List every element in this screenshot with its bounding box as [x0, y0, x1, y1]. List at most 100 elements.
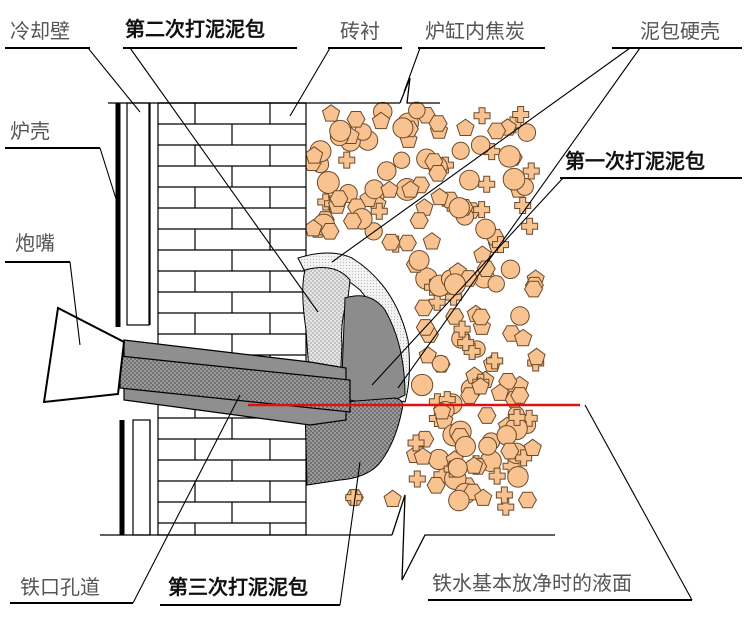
coke-particle [495, 486, 513, 504]
coke-particle [443, 273, 466, 296]
coke-particle [507, 466, 529, 488]
coke-particle [414, 299, 434, 317]
coke-particle [473, 201, 491, 219]
coke-particle [371, 111, 391, 130]
coke-particle [413, 447, 432, 465]
coke-particle [426, 477, 446, 494]
coke-particle [448, 489, 470, 512]
coke-particle [305, 146, 324, 164]
coke-particle [487, 122, 507, 140]
coke-particle [473, 107, 491, 125]
coke-particle [486, 352, 504, 370]
coke-particle [431, 354, 450, 373]
coke-particle [392, 151, 411, 169]
coke-particle [392, 117, 414, 139]
coke-particle [474, 488, 493, 506]
coke-particle [338, 151, 356, 169]
coke-particle [329, 190, 349, 207]
mudpack-crust [297, 252, 410, 403]
coke-particle [500, 442, 520, 460]
coke-particle [364, 179, 385, 200]
coke-particle [346, 111, 366, 128]
coke-particle [370, 202, 388, 220]
coke-particle [453, 320, 471, 338]
coke-particle [464, 456, 484, 474]
gun-nozzle [42, 306, 126, 404]
coke-particle [454, 435, 476, 457]
coke-particle [383, 489, 402, 507]
coke-particle [470, 135, 491, 155]
leader-lines [5, 47, 742, 606]
coke-particle [320, 223, 340, 240]
coke-particle [510, 387, 530, 404]
coke-particle [397, 234, 417, 252]
coke-particle [409, 212, 429, 229]
label-brick-lining: 砖衬 [340, 19, 380, 43]
coke-particle [456, 118, 475, 136]
coke-particle [381, 233, 401, 251]
label-second-mudpack: 第二次打泥泥包 [125, 17, 265, 41]
label-hearth-coke: 炉缸内焦炭 [425, 19, 525, 43]
coke-particle [523, 438, 542, 456]
coke-particle [329, 119, 352, 142]
coke-particle [471, 308, 491, 326]
coke-particle [497, 498, 515, 516]
coke-particle [488, 467, 506, 485]
coke-particle [428, 165, 448, 182]
coke-particle [459, 169, 480, 191]
coke-particle [342, 212, 363, 230]
coke-particle [498, 145, 521, 168]
coke-particle [475, 218, 496, 240]
coke-particle [510, 306, 530, 326]
coke-particle [401, 180, 420, 198]
furnace-shell [115, 103, 125, 535]
label-third-mudpack: 第三次打泥泥包 [168, 575, 308, 599]
coke-particle [428, 293, 446, 311]
coke-particle [473, 245, 492, 263]
coke-particles [302, 101, 546, 516]
coke-particle [428, 115, 448, 132]
coke-particle [430, 187, 449, 206]
second-mudpack [302, 267, 351, 386]
coke-particle [418, 346, 437, 364]
coke-particle [478, 175, 496, 193]
label-iron-level: 铁水基本放净时的液面 [432, 571, 632, 595]
brick-lining [157, 102, 307, 536]
coke-particle [380, 180, 399, 198]
coke-particle [408, 249, 430, 271]
label-taphole-channel: 铁口孔道 [20, 575, 100, 599]
coke-particle [524, 280, 544, 298]
coke-particle [514, 328, 533, 347]
coke-particle [490, 383, 510, 401]
label-first-mudpack: 第一次打泥泥包 [565, 149, 705, 173]
coke-particle [514, 197, 532, 215]
coke-particle [457, 334, 475, 352]
coke-particle [478, 436, 498, 456]
coke-particle [321, 104, 341, 122]
coke-particle [522, 162, 540, 180]
cooling-wall [126, 102, 151, 536]
coke-particle [345, 489, 363, 507]
coke-particle [471, 377, 490, 395]
coke-particle [477, 407, 497, 424]
coke-particle [407, 434, 425, 452]
coke-particle [500, 259, 521, 280]
coke-particle [476, 260, 496, 277]
coke-particle [517, 491, 537, 509]
coke-particle [447, 457, 468, 478]
label-furnace-shell: 炉壳 [10, 119, 50, 143]
coke-particle [410, 373, 434, 397]
coke-particle [408, 470, 426, 488]
label-cooling-wall: 冷却壁 [10, 19, 70, 43]
coke-particle [496, 425, 517, 446]
coke-particle [376, 161, 397, 181]
coke-particle [502, 167, 526, 191]
coke-particle [432, 401, 452, 420]
coke-particle [508, 408, 526, 426]
label-mudpack-crust: 泥包硬壳 [640, 19, 720, 43]
coke-particle [316, 171, 340, 194]
coke-particle [408, 101, 426, 120]
coke-particle [487, 275, 505, 293]
